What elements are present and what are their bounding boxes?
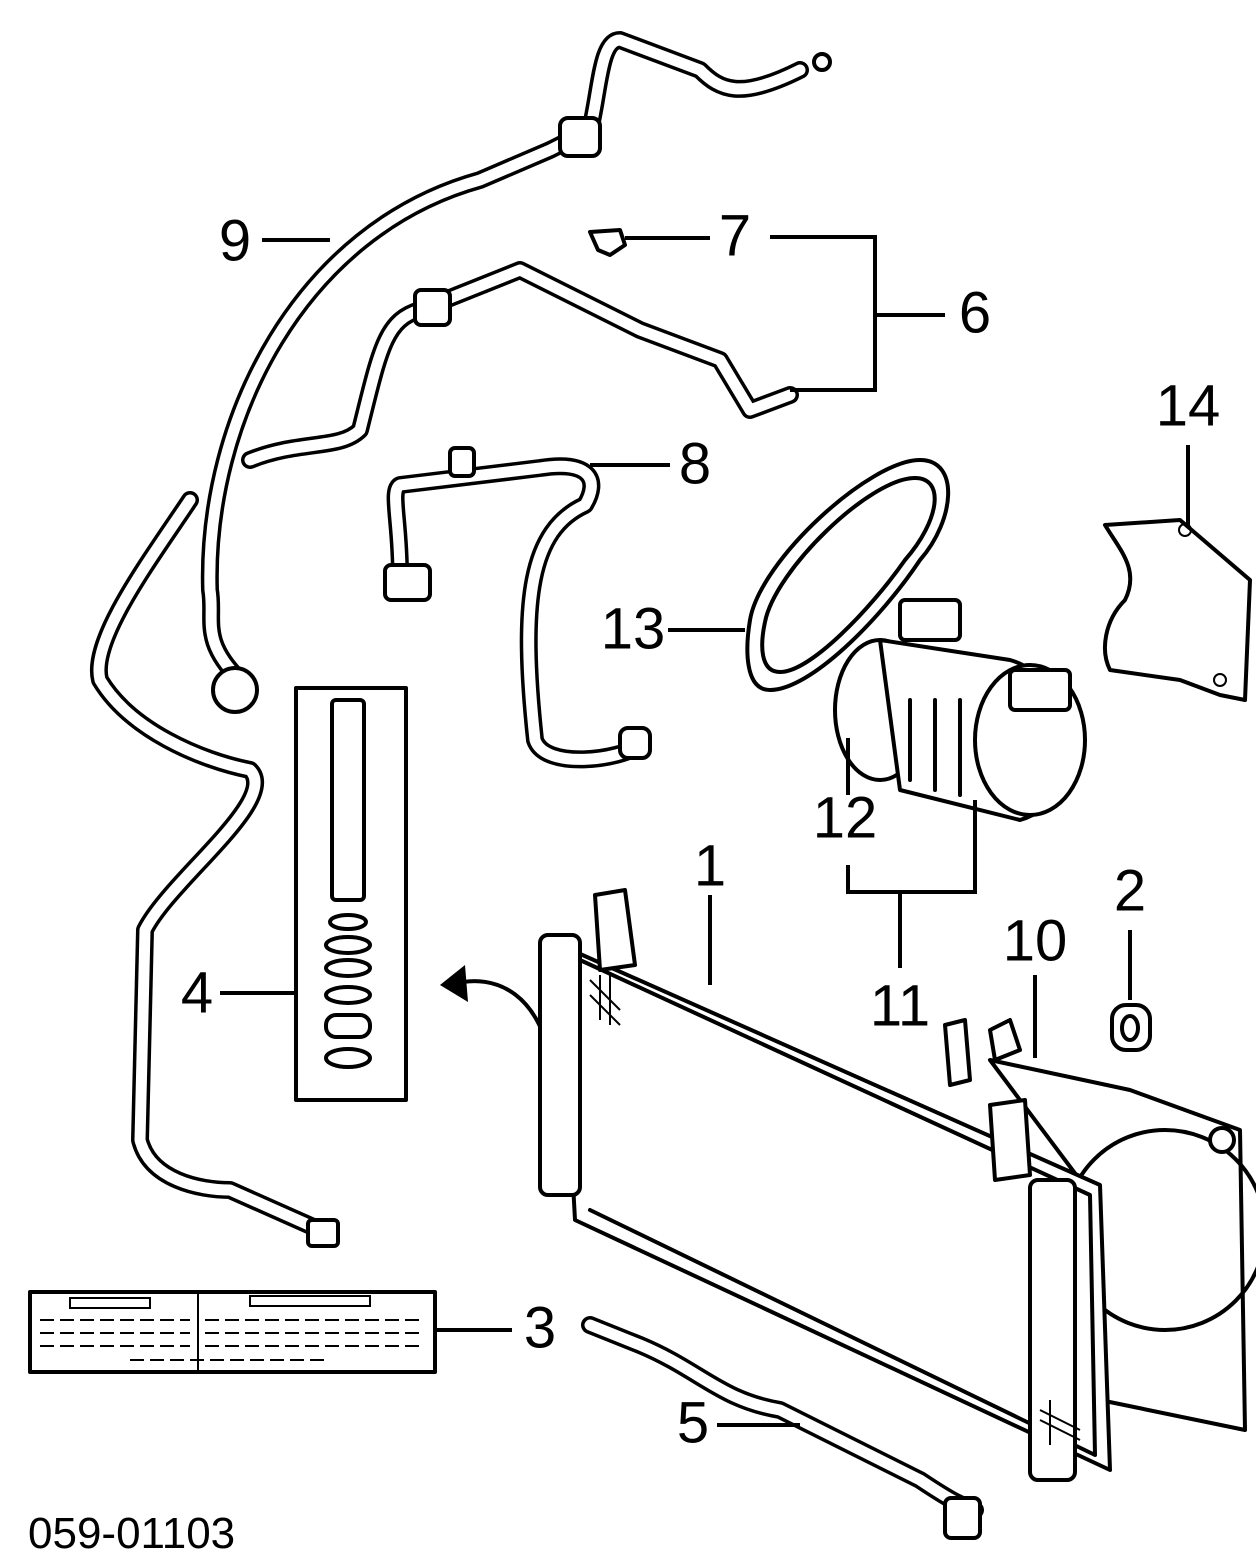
callout-11: 11 bbox=[870, 973, 930, 1038]
callout-14: 14 bbox=[1156, 373, 1221, 438]
callout-13: 13 bbox=[601, 596, 666, 661]
part-1-condenser bbox=[538, 888, 1112, 1482]
part-8-hose bbox=[383, 446, 652, 769]
part-14-bracket bbox=[1103, 518, 1252, 702]
callout-4: 4 bbox=[181, 960, 213, 1025]
part-7-cap bbox=[588, 228, 627, 257]
part-5-pipe bbox=[581, 1316, 984, 1540]
part-13-drive-belt bbox=[745, 458, 951, 692]
part-2-bushing bbox=[1110, 1003, 1152, 1052]
callout-9: 9 bbox=[219, 208, 251, 273]
diagram-code: 059-01103 bbox=[28, 1509, 235, 1558]
part-6-suction-pipe bbox=[241, 261, 799, 469]
callout-10: 10 bbox=[1003, 908, 1068, 973]
part-3-label bbox=[28, 1290, 437, 1374]
callout-3: 3 bbox=[524, 1295, 556, 1360]
part-4-dryer-kit bbox=[294, 686, 552, 1102]
callout-1: 1 bbox=[694, 833, 726, 898]
callout-6: 6 bbox=[959, 280, 991, 345]
callout-8: 8 bbox=[679, 431, 711, 496]
liquid-pipe bbox=[89, 491, 340, 1248]
callout-5: 5 bbox=[677, 1390, 709, 1455]
part-9-discharge-hose bbox=[200, 31, 832, 714]
callout-2: 2 bbox=[1114, 858, 1146, 923]
callout-7: 7 bbox=[719, 203, 751, 268]
leader-lines bbox=[220, 235, 1190, 1427]
callout-12: 12 bbox=[813, 785, 878, 850]
part-12-compressor bbox=[833, 598, 1087, 822]
